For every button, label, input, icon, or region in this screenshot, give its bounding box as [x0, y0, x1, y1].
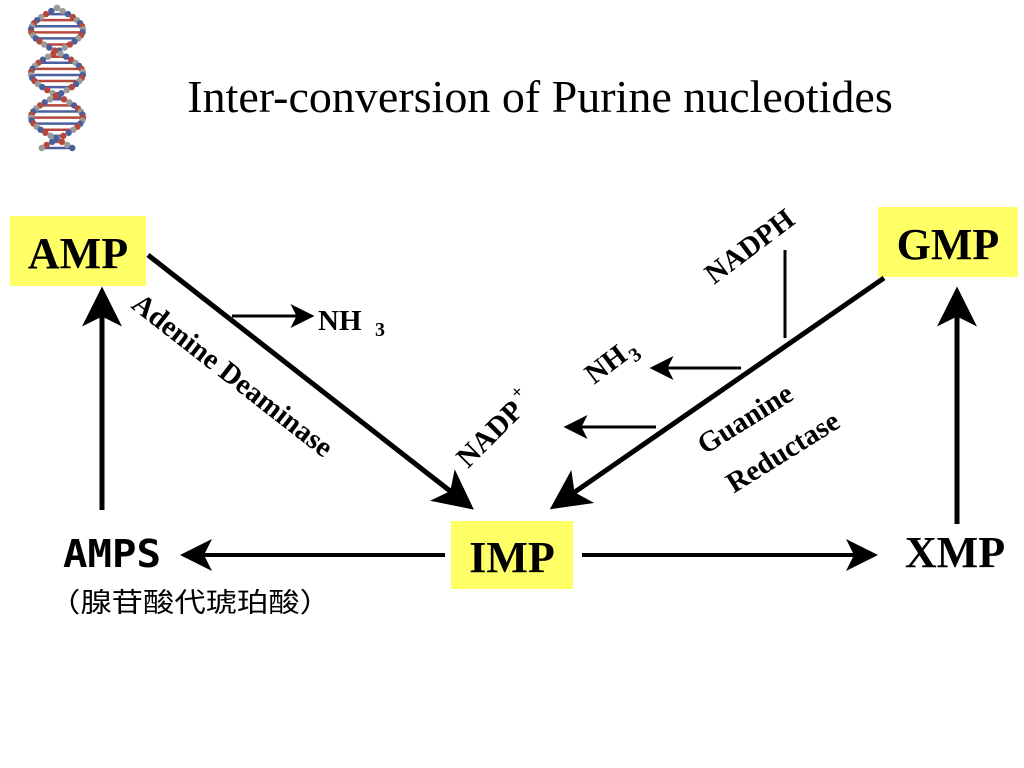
dna-backbone-atom [59, 7, 66, 15]
dna-backbone-atom [52, 93, 59, 100]
amp-box [10, 216, 146, 286]
dna-backbone-atom [60, 132, 67, 140]
dna-backbone-atom [57, 50, 64, 57]
dna-backbone-atom [44, 86, 51, 94]
dna-backbone-atom [62, 53, 70, 60]
nh3-left-label: NH 3 [318, 305, 385, 341]
dna-backbone-atom [69, 144, 76, 152]
node-amp-label: AMP [28, 229, 128, 278]
enzyme-guanine-reductase-label: Guanine Reductase [692, 377, 846, 499]
dna-backbone-atom [46, 96, 54, 103]
dna-backbone-atom [61, 44, 68, 51]
nh3-right-base: NH [579, 339, 633, 391]
dna-backbone-atom [58, 90, 65, 97]
dna-backbone-atom [51, 47, 59, 54]
dna-backbone-atom [63, 86, 70, 94]
dna-backbone-atom [66, 99, 73, 106]
nh3-left-subscript: 3 [375, 319, 385, 341]
dna-backbone-atom [68, 83, 75, 91]
enzyme-adenine-deaminase-label: Adenine Deaminase [126, 287, 339, 464]
node-xmp-label: XMP [905, 528, 1005, 577]
dna-backbone-atom [47, 132, 54, 140]
dna-backbone-atom [42, 129, 49, 136]
gmp-box [878, 207, 1018, 277]
dna-backbone-atom [48, 7, 55, 15]
dna-backbone-atom [64, 10, 72, 18]
dna-backbone-atom [60, 96, 68, 103]
dna-backbone-atom [65, 129, 72, 136]
dna-backbone-atom [46, 44, 53, 51]
dna-backbone-atom [41, 99, 48, 106]
dna-backbone-atom [53, 4, 61, 12]
dna-backbone-atom [71, 38, 78, 45]
dna-backbone-atom [40, 41, 48, 48]
nh3-left-base: NH [318, 305, 362, 337]
dna-backbone-atom [37, 126, 44, 133]
dna-backbone-atom [39, 83, 46, 91]
dna-backbone-atom [43, 141, 50, 149]
gmp-to-imp-arrow [549, 275, 886, 510]
imp-box [451, 521, 573, 589]
dna-backbone-atom [36, 38, 43, 45]
node-amps-chinese-note: （腺苷酸代琥珀酸） [49, 588, 331, 619]
nadp-text: NADP [450, 394, 530, 474]
nh3-right-label: NH 3 [579, 339, 646, 391]
node-gmp-label: GMP [897, 220, 1000, 269]
dna-backbone-atom [53, 135, 60, 143]
page-title: Inter-conversion of Purine nucleotides [187, 71, 892, 122]
dna-backbone-atom [70, 126, 77, 133]
dna-backbone-atom [42, 10, 50, 18]
dna-backbone-atom [66, 41, 74, 48]
nadp-plus-label: NADP + [450, 381, 530, 474]
dna-double-helix-icon [27, 4, 87, 152]
node-amps-label: AMPS [63, 532, 161, 576]
amp-to-imp-arrow [146, 253, 474, 510]
dna-backbone-atom [64, 141, 71, 149]
dna-backbone-atom [44, 53, 52, 60]
dna-backbone-atom [38, 144, 45, 152]
node-imp-label: IMP [469, 533, 555, 582]
dna-backbone-atom [58, 138, 66, 146]
